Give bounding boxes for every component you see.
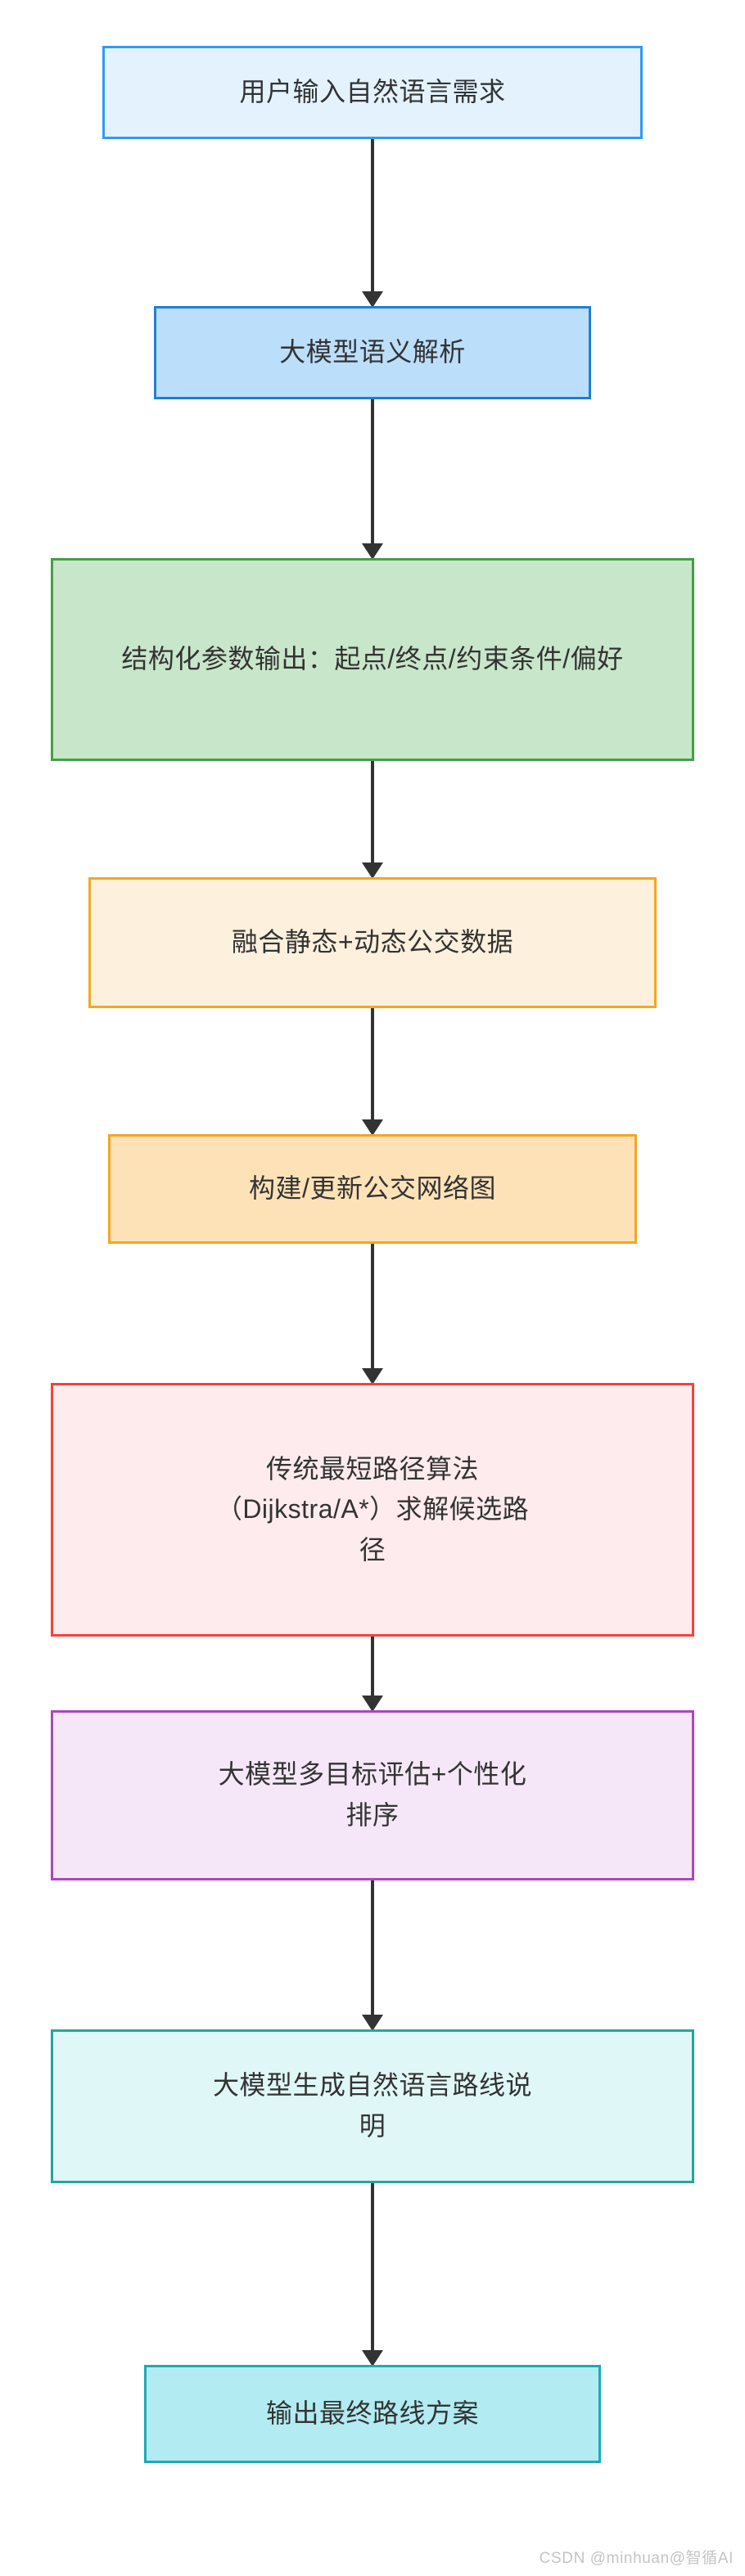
flow-node-8[interactable]: 大模型生成自然语言路线说 明 xyxy=(51,2029,694,2183)
flow-node-9[interactable]: 输出最终路线方案 xyxy=(144,2365,601,2463)
arrowhead-icon-7 xyxy=(362,2015,383,2031)
connector-1 xyxy=(371,139,374,292)
connector-7 xyxy=(371,1880,374,2015)
arrowhead-icon-4 xyxy=(362,1119,383,1136)
flow-node-4[interactable]: 融合静态+动态公交数据 xyxy=(88,877,657,1008)
flow-node-3[interactable]: 结构化参数输出：起点/终点/约束条件/偏好 xyxy=(51,558,694,761)
flow-node-label-5: 构建/更新公交网络图 xyxy=(249,1173,496,1204)
flow-node-label-3: 结构化参数输出：起点/终点/约束条件/偏好 xyxy=(121,644,624,674)
connector-3 xyxy=(371,761,374,863)
flow-node-7[interactable]: 大模型多目标评估+个性化 排序 xyxy=(51,1710,694,1880)
arrowhead-icon-1 xyxy=(362,291,383,308)
arrowhead-icon-6 xyxy=(362,1696,383,1712)
connector-4 xyxy=(371,1008,374,1120)
flow-node-label-9: 输出最终路线方案 xyxy=(265,2398,479,2429)
csdn-watermark: CSDN @minhuan@智循AI xyxy=(539,2550,734,2567)
arrowhead-icon-3 xyxy=(362,862,383,879)
connector-8 xyxy=(371,2183,374,2351)
flow-node-label-8: 大模型生成自然语言路线说 明 xyxy=(212,2070,532,2141)
connector-6 xyxy=(371,1637,374,1696)
arrowhead-icon-5 xyxy=(362,1368,383,1385)
flow-node-label-6: 传统最短路径算法 （Dijkstra/A*）求解候选路 径 xyxy=(215,1453,530,1565)
flow-node-label-7: 大模型多目标评估+个性化 排序 xyxy=(218,1759,527,1830)
connector-2 xyxy=(371,399,374,544)
connector-5 xyxy=(371,1244,374,1369)
flow-node-2[interactable]: 大模型语义解析 xyxy=(154,306,591,399)
arrowhead-icon-2 xyxy=(362,543,383,560)
flow-node-label-1: 用户输入自然语言需求 xyxy=(239,77,506,107)
flow-node-1[interactable]: 用户输入自然语言需求 xyxy=(102,46,643,139)
flow-node-label-4: 融合静态+动态公交数据 xyxy=(231,927,514,957)
flow-node-5[interactable]: 构建/更新公交网络图 xyxy=(108,1134,637,1244)
flow-node-6[interactable]: 传统最短路径算法 （Dijkstra/A*）求解候选路 径 xyxy=(51,1383,694,1637)
arrowhead-icon-8 xyxy=(362,2350,383,2367)
flow-node-label-2: 大模型语义解析 xyxy=(279,337,466,367)
